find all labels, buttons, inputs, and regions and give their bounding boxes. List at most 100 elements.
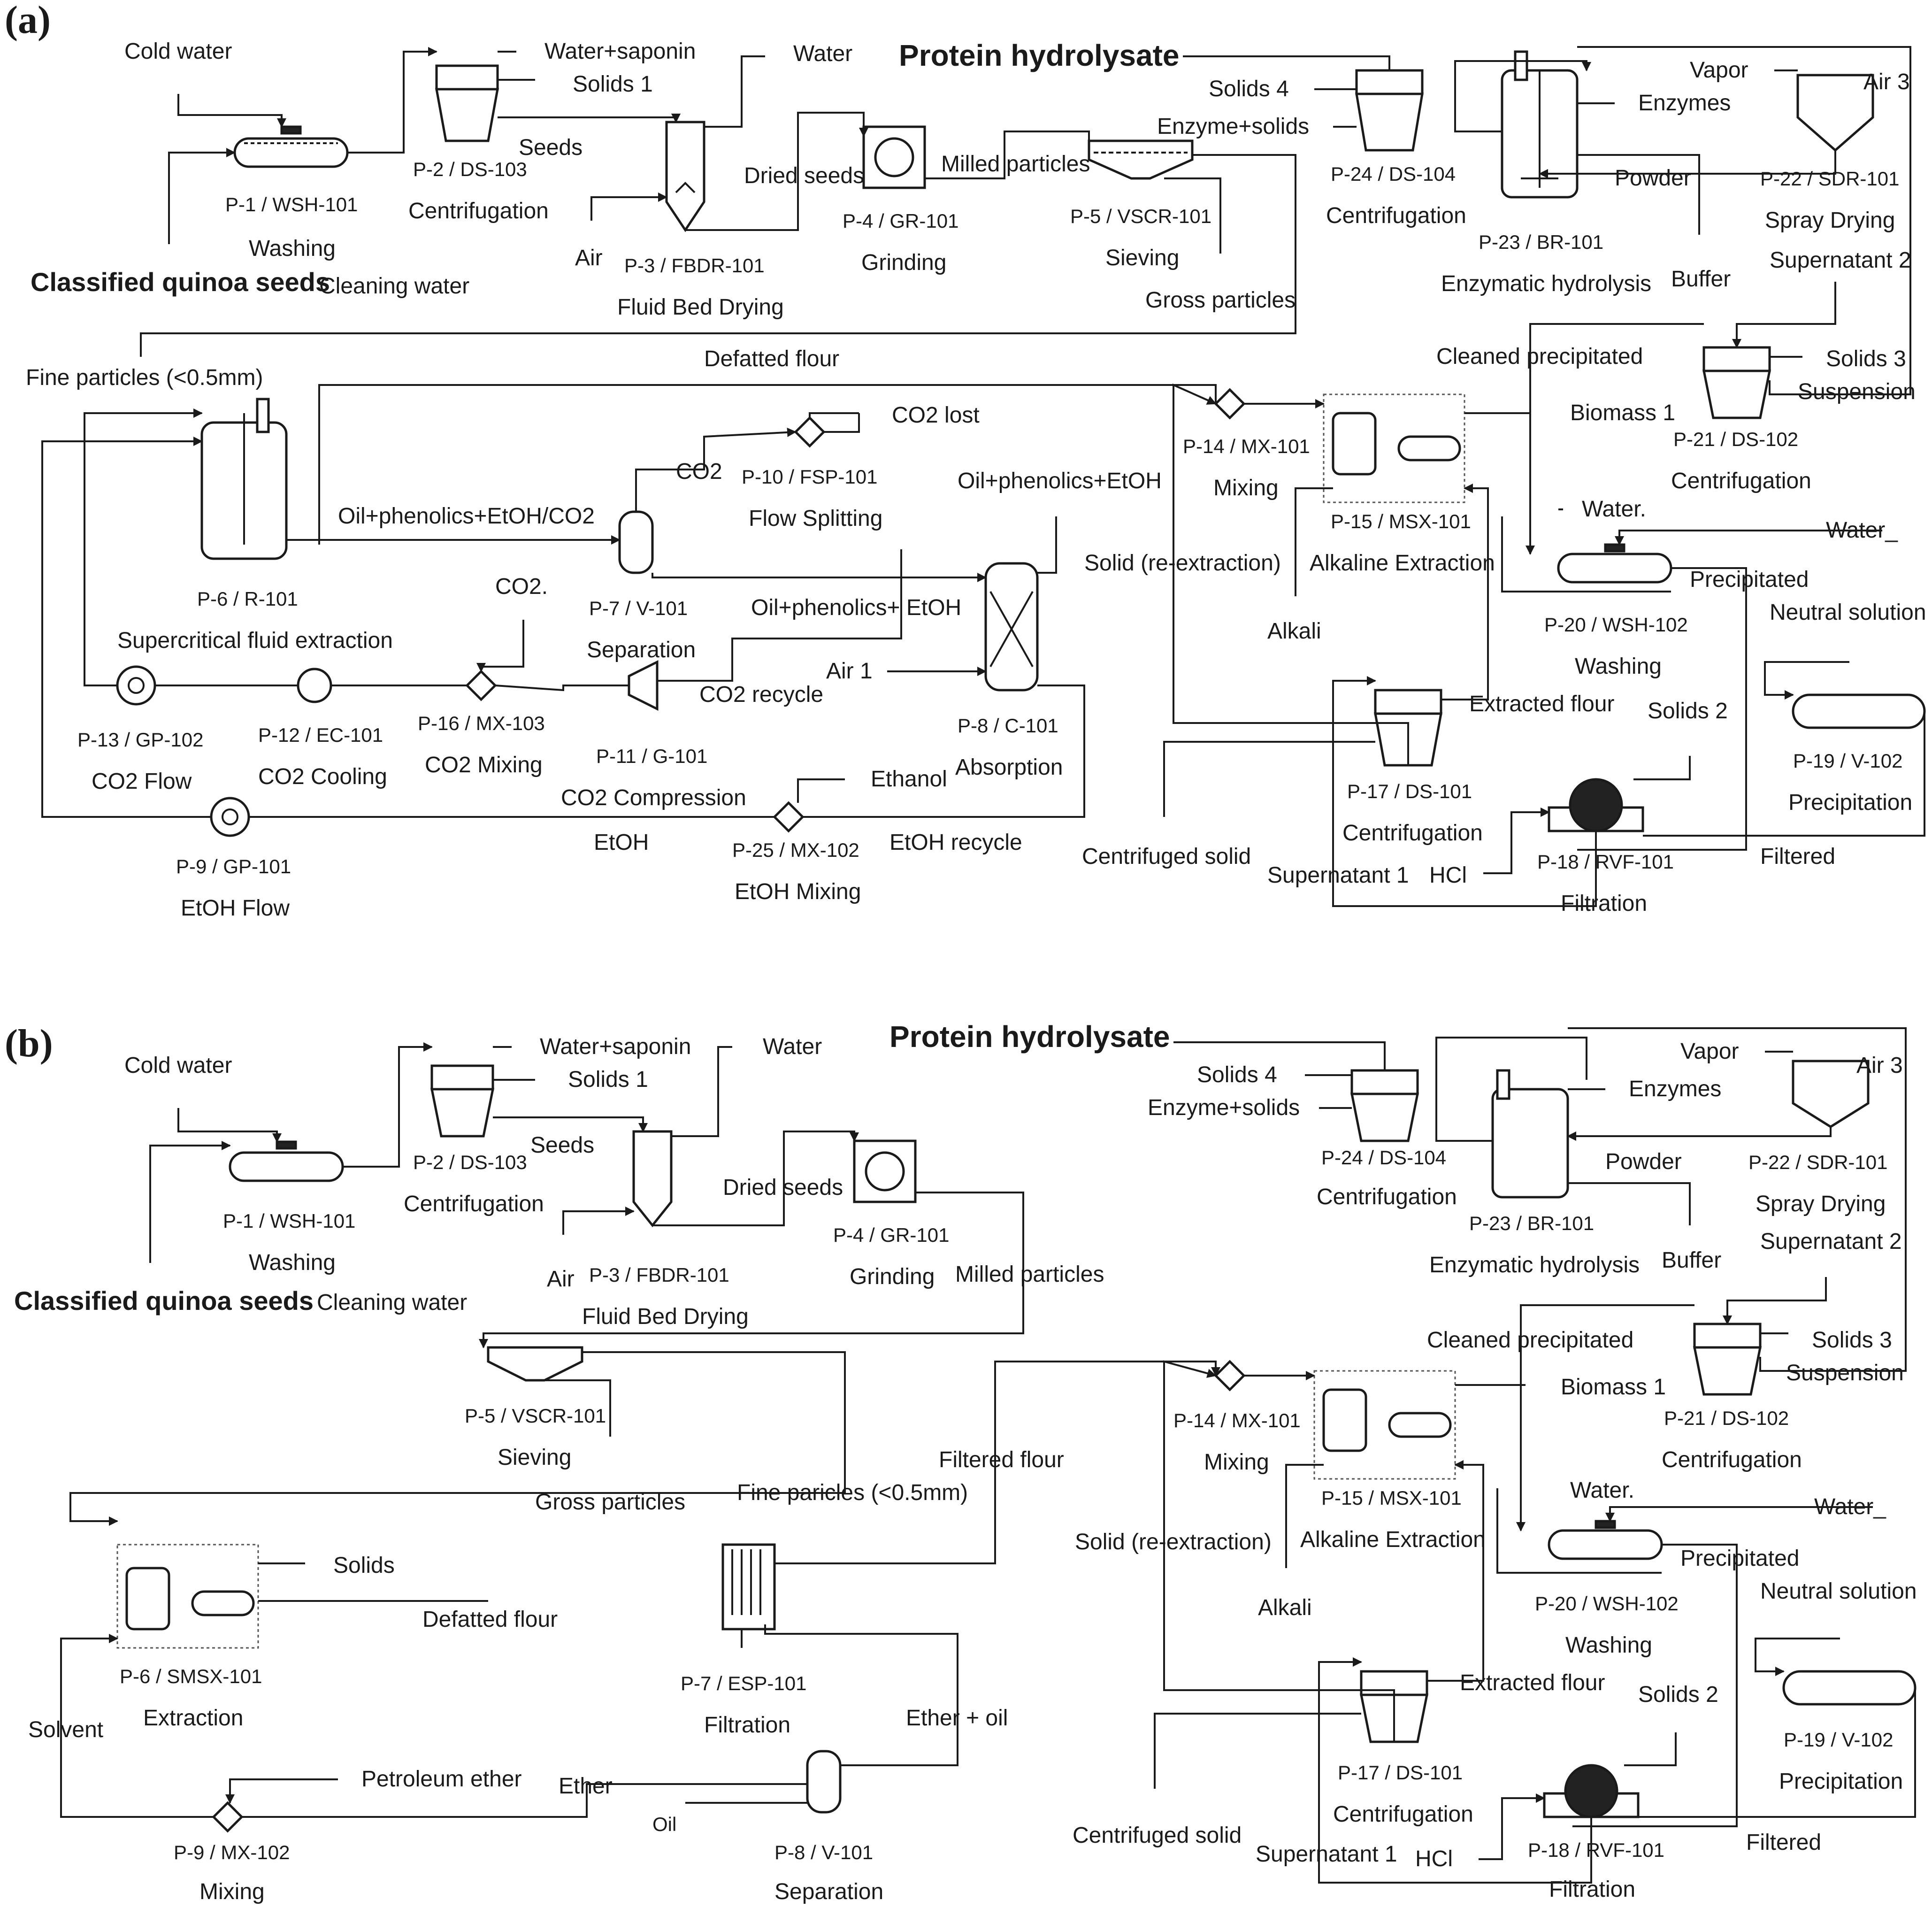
unit-p15-id-b: P-15 / MSX-101 [1321, 1487, 1462, 1509]
unit-p21-name-b: Centrifugation [1662, 1447, 1802, 1472]
p2-centrifuge-b [430, 1064, 495, 1138]
unit-p3-name-b: Fluid Bed Drying [582, 1304, 749, 1329]
p20-washer-a [1557, 543, 1672, 584]
stream-solids3-a: Solids 3 [1826, 346, 1906, 371]
unit-p8-id-a: P-8 / C-101 [958, 715, 1058, 737]
unit-p19-id-b: P-19 / V-102 [1784, 1729, 1893, 1751]
unit-p17-id-a: P-17 / DS-101 [1347, 780, 1472, 802]
stream-labels-b: Cold water Water+saponin Solids 1 Water … [14, 1020, 1917, 1871]
unit-p19-id-a: P-19 / V-102 [1793, 750, 1902, 772]
unit-p1-name-a: Washing [249, 236, 336, 261]
stream-water-dot-a: Water. [1582, 497, 1646, 522]
stream-solids4-b: Solids 4 [1197, 1062, 1277, 1087]
stream-air3-b: Air 3 [1856, 1053, 1903, 1078]
unit-p23-id-a: P-23 / BR-101 [1479, 231, 1603, 253]
stream-cleaned-precipitated-a: Cleaned precipitated [1436, 344, 1643, 369]
unit-p2-name-a: Centrifugation [408, 199, 549, 223]
p25-mixer-a [773, 801, 805, 833]
unit-p19-name-a: Precipitation [1788, 790, 1912, 815]
unit-labels-b: P-1 / WSH-101 Washing P-2 / DS-103 Centr… [120, 1146, 1903, 1904]
stream-water-dot-b: Water. [1570, 1478, 1634, 1503]
stream-co2-a: CO2 [676, 459, 722, 484]
unit-p17-id-b: P-17 / DS-101 [1338, 1762, 1463, 1784]
p6-mixer-settler-b [116, 1544, 259, 1649]
unit-p7-id-b: P-7 / ESP-101 [681, 1672, 806, 1694]
stream-air-a: Air [575, 246, 603, 270]
p1-washer-a [233, 125, 349, 168]
unit-p12-id-a: P-12 / EC-101 [258, 724, 383, 746]
unit-p18-id-b: P-18 / RVF-101 [1528, 1839, 1664, 1861]
unit-p2-id-a: P-2 / DS-103 [413, 158, 527, 180]
stream-ether-oil-b: Ether + oil [906, 1706, 1008, 1731]
stream-air1-a: Air 1 [826, 659, 873, 684]
p5-sieve-b [487, 1346, 583, 1382]
p9-pump-a [210, 797, 250, 837]
stream-solids-b: Solids [333, 1553, 395, 1578]
unit-p4-id-b: P-4 / GR-101 [833, 1224, 949, 1246]
p20-washer-b [1548, 1520, 1663, 1560]
p14-mixer-b [1214, 1360, 1246, 1392]
p4-grinder-a [862, 125, 926, 189]
unit-p21-name-a: Centrifugation [1671, 469, 1811, 493]
stream-enzymes-a: Enzymes [1638, 91, 1731, 115]
stream-water-us-b: Water_ [1814, 1494, 1886, 1519]
stream-powder-b: Powder [1605, 1149, 1682, 1174]
p9-mixer-b [212, 1801, 244, 1833]
unit-labels-a: P-1 / WSH-101 Washing P-2 / DS-103 Centr… [77, 158, 1912, 921]
p23-bioreactor-a [1501, 50, 1579, 199]
unit-p24-name-a: Centrifugation [1326, 203, 1466, 228]
p18-filter-a [1548, 778, 1644, 832]
p24-centrifuge-b [1350, 1069, 1419, 1142]
unit-p6-name-b: Extraction [143, 1706, 243, 1731]
unit-p13-id-a: P-13 / GP-102 [77, 729, 203, 751]
p15-mixer-settler-a [1323, 393, 1465, 503]
panel-b-label: (b) [5, 1022, 53, 1065]
unit-p19-name-b: Precipitation [1779, 1769, 1903, 1794]
unit-p4-name-a: Grinding [861, 250, 946, 275]
unit-p16-name-a: CO2 Mixing [425, 753, 543, 777]
unit-p3-name-a: Fluid Bed Drying [617, 295, 784, 320]
stream-precipitated-a: Precipitated [1690, 567, 1809, 592]
stream-milled-particles-b: Milled particles [955, 1262, 1104, 1287]
unit-p20-name-a: Washing [1575, 654, 1662, 679]
unit-p18-id-a: P-18 / RVF-101 [1537, 851, 1674, 873]
stream-filtered-a: Filtered [1760, 844, 1835, 869]
p15-mixer-settler-b [1313, 1370, 1456, 1480]
stream-precipitated-b: Precipitated [1680, 1546, 1799, 1571]
stream-fine-particles-a: Fine particles (<0.5mm) [26, 365, 263, 390]
unit-p20-id-a: P-20 / WSH-102 [1544, 614, 1688, 636]
unit-p22-name-a: Spray Drying [1765, 208, 1895, 233]
unit-p14-id-b: P-14 / MX-101 [1173, 1409, 1301, 1431]
unit-p1-id-a: P-1 / WSH-101 [225, 193, 358, 215]
p24-centrifuge-a [1355, 69, 1424, 152]
stream-neutral-solution-b: Neutral solution [1760, 1579, 1917, 1604]
stream-alkali-a: Alkali [1267, 619, 1321, 644]
stream-filtered-flour-b: Filtered flour [939, 1447, 1064, 1472]
unit-p23-id-b: P-23 / BR-101 [1469, 1212, 1594, 1234]
stream-cleaned-precipitated-b: Cleaned precipitated [1427, 1328, 1633, 1353]
stream-suspension-b: Suspension [1786, 1361, 1904, 1385]
stream-neutral-solution-a: Neutral solution [1770, 600, 1926, 625]
p22-spray-dryer-a [1796, 74, 1874, 152]
panel-b: (b) [5, 1020, 1917, 1904]
unit-p2-id-b: P-2 / DS-103 [413, 1151, 527, 1173]
unit-p22-name-b: Spray Drying [1756, 1192, 1886, 1216]
unit-p25-name-a: EtOH Mixing [735, 879, 861, 904]
p10-splitter-a [794, 416, 826, 448]
stream-etoh-a: EtOH [594, 830, 649, 855]
p2-centrifuge-a [435, 64, 499, 142]
unit-p21-id-b: P-21 / DS-102 [1664, 1407, 1789, 1429]
unit-p4-id-a: P-4 / GR-101 [843, 210, 958, 232]
p19-vessel-a [1792, 693, 1926, 729]
stream-water-saponin-a: Water+saponin [544, 39, 696, 64]
unit-p21-id-a: P-21 / DS-102 [1673, 428, 1798, 450]
unit-p17-name-b: Centrifugation [1333, 1802, 1473, 1827]
stream-dried-seeds-b: Dried seeds [723, 1175, 843, 1200]
stream-water-b: Water [763, 1034, 822, 1059]
stream-defatted-flour-a: Defatted flour [704, 346, 839, 371]
stream-hcl-b: HCl [1415, 1846, 1453, 1871]
unit-p8-name-a: Absorption [955, 755, 1063, 780]
stream-oil-phenolics-etoh2-a: Oil+phenolics+ EtOH [751, 595, 961, 620]
unit-p24-id-a: P-24 / DS-104 [1331, 163, 1456, 185]
p23-bioreactor-b [1491, 1069, 1569, 1199]
